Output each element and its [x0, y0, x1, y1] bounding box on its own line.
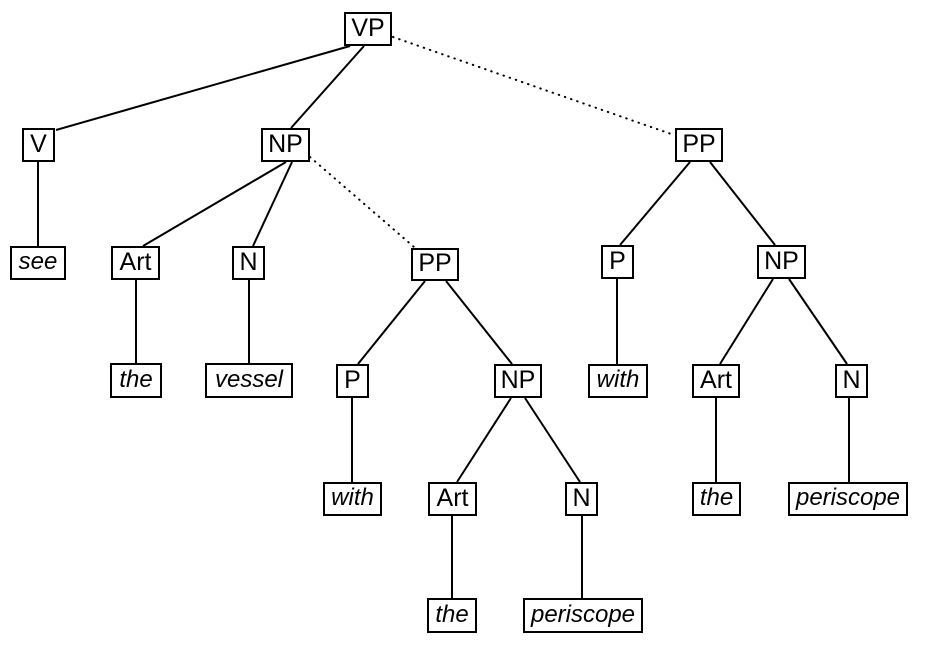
tree-node-label: Art: [119, 247, 152, 276]
tree-node-label: NP: [268, 129, 303, 158]
edge-vp-to-pp2: [392, 36, 675, 136]
edge-pp2-to-p2: [619, 161, 691, 246]
tree-node-label: the: [119, 365, 153, 393]
tree-node-label: periscope: [530, 600, 636, 628]
edge-np2-to-art2: [456, 397, 512, 483]
tree-node-with2: with: [588, 364, 648, 398]
tree-node-label: PP: [418, 249, 452, 277]
tree-node-label: N: [842, 365, 861, 394]
tree-node-label: PP: [682, 129, 716, 158]
edge-np1-to-art1: [142, 161, 287, 247]
edge-vp-to-v: [55, 45, 351, 131]
tree-node-see: see: [10, 246, 66, 280]
tree-node-n1: N: [232, 246, 265, 280]
tree-node-label: P: [344, 365, 361, 394]
tree-node-p2: P: [601, 245, 634, 279]
tree-node-label: N: [572, 483, 591, 512]
edge-np3-to-n3: [788, 278, 848, 365]
tree-node-label: Art: [700, 365, 732, 394]
edge-pp1-to-p1: [357, 280, 426, 365]
tree-node-pp2: PP: [675, 128, 723, 162]
tree-node-vp: VP: [344, 12, 392, 46]
tree-node-label: Art: [436, 483, 469, 512]
tree-node-label: the: [699, 484, 734, 511]
tree-node-label: the: [435, 600, 469, 628]
tree-node-label: with: [596, 366, 640, 393]
tree-node-pp1: PP: [411, 248, 459, 281]
tree-node-art2: Art: [428, 482, 477, 516]
tree-node-np3: NP: [757, 245, 806, 279]
tree-node-n2: N: [565, 482, 598, 516]
tree-node-np2: NP: [494, 364, 542, 398]
tree-node-v: V: [22, 128, 55, 162]
tree-node-label: VP: [351, 13, 385, 42]
tree-node-periscope1: periscope: [523, 598, 643, 633]
tree-node-art1: Art: [111, 246, 160, 280]
tree-node-vessel: vessel: [205, 363, 293, 398]
tree-node-label: N: [239, 247, 258, 276]
tree-node-label: see: [18, 248, 58, 275]
tree-node-the1: the: [110, 363, 162, 398]
tree-node-label: vessel: [214, 365, 284, 393]
tree-node-the2: the: [427, 598, 477, 633]
tree-node-art3: Art: [692, 364, 740, 398]
edge-np2-to-n2: [524, 397, 581, 483]
edge-vp-to-np1: [290, 45, 365, 129]
tree-node-label: V: [30, 129, 47, 158]
tree-node-label: with: [331, 484, 374, 511]
tree-node-p1: P: [336, 364, 369, 398]
edge-pp2-to-np3: [709, 161, 776, 246]
edge-np1-to-n1: [252, 161, 293, 247]
tree-node-periscope2: periscope: [788, 482, 908, 516]
tree-node-label: periscope: [795, 484, 901, 511]
tree-node-the3: the: [692, 482, 741, 516]
tree-node-n3: N: [835, 364, 868, 398]
tree-node-label: NP: [500, 365, 536, 394]
tree-node-label: P: [609, 246, 626, 275]
tree-node-label: NP: [764, 246, 799, 275]
tree-node-np1: NP: [261, 128, 310, 162]
edge-np1-to-pp1: [309, 156, 415, 248]
edge-np3-to-art3: [719, 278, 774, 365]
tree-node-with1: with: [323, 482, 382, 516]
edge-pp1-to-np2: [445, 280, 513, 365]
